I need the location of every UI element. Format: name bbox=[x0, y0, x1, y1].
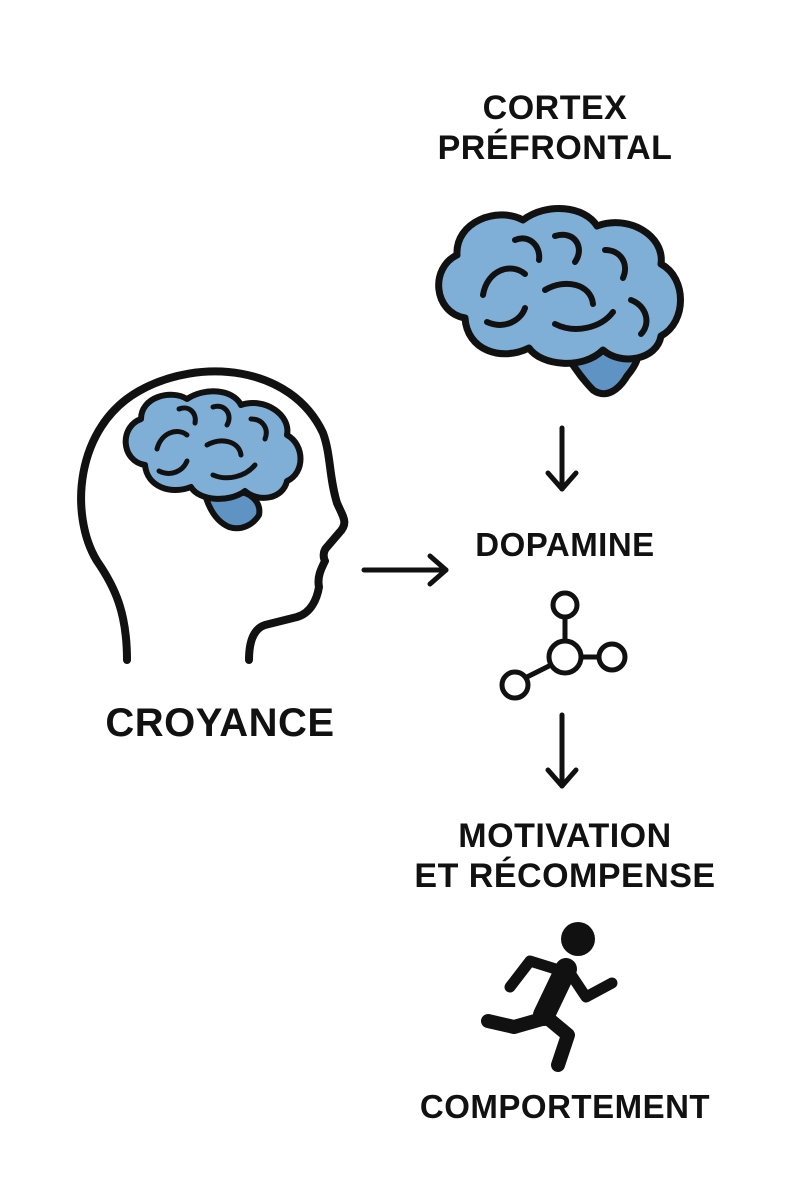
head-with-brain-icon bbox=[77, 367, 349, 664]
node-label-croyance: CROYANCE bbox=[70, 700, 370, 747]
arrow-down-icon bbox=[545, 425, 579, 492]
label-line: DOPAMINE bbox=[475, 526, 655, 563]
label-line: CROYANCE bbox=[105, 701, 335, 745]
label-line: MOTIVATION bbox=[458, 817, 672, 855]
molecule-icon bbox=[499, 590, 628, 701]
label-line: COMPORTEMENT bbox=[419, 1088, 711, 1125]
arrow-down-icon bbox=[545, 712, 579, 789]
running-person-icon bbox=[481, 922, 618, 1072]
brain-icon bbox=[435, 205, 684, 398]
node-label-comportement: COMPORTEMENT bbox=[355, 1088, 775, 1127]
arrow-right-icon bbox=[361, 553, 449, 587]
node-label-motivation-recompense: MOTIVATION ET RÉCOMPENSE bbox=[380, 816, 750, 896]
label-line: CORTEX bbox=[482, 89, 628, 127]
node-label-dopamine: DOPAMINE bbox=[425, 526, 705, 565]
label-line: ET RÉCOMPENSE bbox=[414, 857, 716, 896]
node-label-cortex-prefrontal: CORTEX PRÉFRONTAL bbox=[400, 88, 710, 168]
label-line: PRÉFRONTAL bbox=[437, 129, 673, 168]
